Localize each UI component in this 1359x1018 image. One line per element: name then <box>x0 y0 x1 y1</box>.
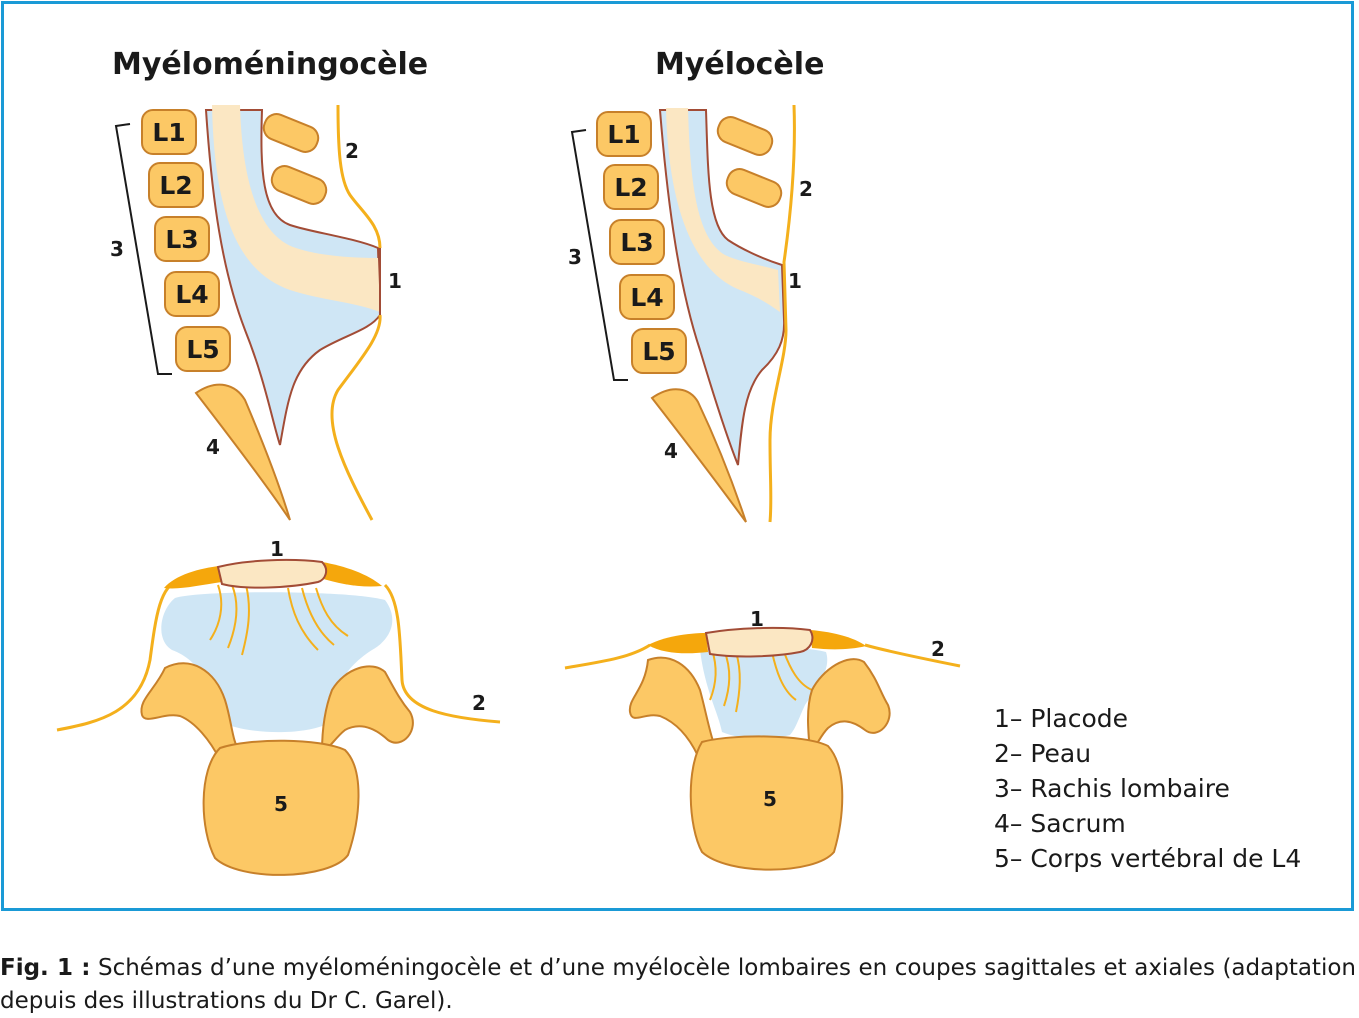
right-vertebra-l4: L4 <box>619 274 675 320</box>
left-callout-body: 5 <box>274 792 288 816</box>
svg-text:L1: L1 <box>607 120 640 149</box>
svg-text:L1: L1 <box>152 118 185 147</box>
right-spinal-cord <box>666 108 780 312</box>
svg-text:L4: L4 <box>630 283 663 312</box>
right-axial-skin-patch-left <box>648 633 708 654</box>
svg-text:L4: L4 <box>175 280 208 309</box>
left-vertebra-l4: L4 <box>164 271 220 317</box>
right-vertebra-l1: L1 <box>596 111 652 157</box>
left-sagittal-section: L1 L2 L3 L4 L5 2 1 3 4 <box>110 104 402 521</box>
svg-text:L5: L5 <box>642 337 675 366</box>
left-spinal-cord <box>212 105 380 312</box>
figure-frame <box>1 1 1354 911</box>
right-axial-csf <box>700 646 828 739</box>
left-spine-bracket <box>114 123 172 375</box>
right-panel-title: Myélocèle <box>655 47 824 82</box>
figure-caption: Fig. 1 : Schémas d’une myéloméningocèle … <box>0 952 1356 1018</box>
left-callout-placode: 1 <box>388 269 402 293</box>
right-posterior-element-1 <box>716 116 774 156</box>
left-posterior-element-2 <box>270 165 328 205</box>
legend-item-sacrum: 4– Sacrum <box>994 809 1126 838</box>
left-axial-lamina-left <box>140 662 242 762</box>
right-callout-skin: 2 <box>799 177 813 201</box>
left-vertebra-l3: L3 <box>154 216 210 262</box>
left-vertebra-l5: L5 <box>175 326 231 372</box>
svg-text:L2: L2 <box>159 171 192 200</box>
right-axial-callout-placode: 1 <box>750 607 764 631</box>
left-axial-skin-patch-right <box>320 562 382 587</box>
left-axial-vertebral-body <box>202 739 360 876</box>
left-vertebra-l2: L2 <box>148 162 204 208</box>
right-callout-spine: 3 <box>568 245 582 269</box>
left-axial-section: 5 1 2 <box>56 537 501 876</box>
left-axial-callout-placode: 1 <box>270 537 284 561</box>
left-callout-sacrum: 4 <box>206 435 220 459</box>
left-posterior-element-1 <box>262 113 320 153</box>
left-axial-skin <box>56 578 501 732</box>
right-axial-lamina-left <box>628 656 718 758</box>
left-axial-nerve-roots <box>209 584 349 656</box>
caption-text: Schémas d’une myéloméningocèle et d’une … <box>0 955 1356 1014</box>
right-axial-callout-skin: 2 <box>931 637 945 661</box>
right-axial-vertebral-body <box>689 735 844 871</box>
left-sacrum <box>194 383 291 521</box>
svg-text:L2: L2 <box>614 173 647 202</box>
right-axial-placode <box>704 626 814 658</box>
svg-text:L3: L3 <box>620 228 653 257</box>
right-callout-placode: 1 <box>788 269 802 293</box>
left-axial-skin-patch-left <box>164 566 222 589</box>
right-spine-bracket <box>570 129 628 381</box>
right-callout-sacrum: 4 <box>664 439 678 463</box>
right-axial-skin-patch-right <box>810 630 866 650</box>
right-vertebra-l3: L3 <box>609 219 665 265</box>
right-callout-body: 5 <box>763 787 777 811</box>
right-posterior-element-2 <box>725 168 783 208</box>
right-sacrum <box>650 388 747 523</box>
right-axial-section: 5 1 2 <box>564 607 961 871</box>
left-callout-skin: 2 <box>345 139 359 163</box>
left-panel-title: Myéloméningocèle <box>112 47 428 82</box>
right-vertebra-l2: L2 <box>603 164 659 210</box>
left-axial-placode <box>216 558 328 589</box>
left-axial-callout-skin: 2 <box>472 691 486 715</box>
right-sagittal-section: L1 L2 L3 L4 L5 2 1 3 4 <box>568 104 813 523</box>
right-skin-line <box>768 104 796 523</box>
right-axial-skin <box>564 643 961 670</box>
caption-fig-label: Fig. 1 : <box>0 955 91 981</box>
legend-item-vertebral-body: 5– Corps vertébral de L4 <box>994 844 1302 873</box>
left-callout-spine: 3 <box>110 237 124 261</box>
legend-item-placode: 1– Placode <box>994 704 1128 733</box>
diagram-canvas: Myéloméningocèle Myélocèle L1 L2 L3 <box>56 47 961 876</box>
svg-text:L5: L5 <box>186 335 219 364</box>
left-vertebra-l1: L1 <box>141 109 197 155</box>
legend-item-skin: 2– Peau <box>994 739 1092 768</box>
svg-text:L3: L3 <box>165 225 198 254</box>
left-skin-line <box>330 104 382 521</box>
legend-item-spine: 3– Rachis lombaire <box>994 774 1230 803</box>
right-vertebra-l5: L5 <box>631 328 687 374</box>
